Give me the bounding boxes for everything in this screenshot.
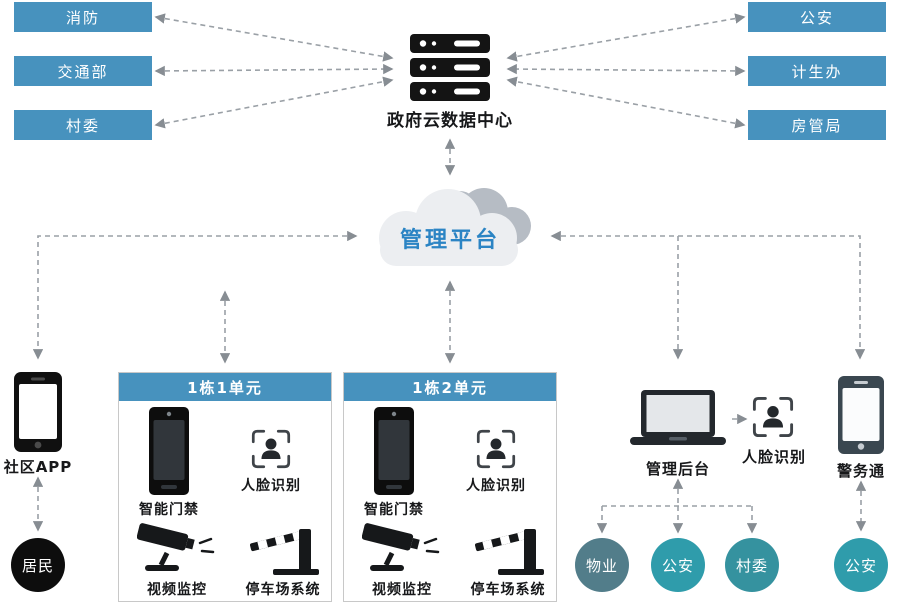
face-recognition-label: 人脸识别 (466, 478, 526, 494)
org-circle-label: 公安 (661, 556, 694, 575)
gov-box-label: 消防 (65, 8, 100, 27)
resident-circle: 居民 (11, 538, 65, 592)
org-circle-label: 物业 (585, 556, 618, 575)
gov-box-transport-dept: 交通部 (14, 56, 152, 86)
barrier-gate-icon (468, 519, 548, 581)
datacenter-label: 政府云数据中心 (387, 111, 513, 131)
face-recognition-icon (752, 396, 794, 442)
cctv-label: 视频监控 (372, 582, 432, 598)
gov-box-label: 交通部 (57, 62, 109, 81)
connector-familyplanning-datacenter (506, 63, 746, 77)
access-control-label: 智能门禁 (139, 502, 199, 518)
org-circle-police: 公安 (651, 538, 705, 592)
platform-cloud: 管理平台 (352, 182, 548, 274)
gov-box-label: 计生办 (791, 62, 843, 81)
gov-box-village-committee: 村委 (14, 110, 152, 140)
connector-police-datacenter (506, 13, 746, 62)
access-control-label: 智能门禁 (364, 502, 424, 518)
cctv-camera-icon (361, 519, 442, 581)
cloud-icon (379, 188, 531, 266)
cctv-label: 视频监控 (147, 582, 207, 598)
gov-box-family-planning: 计生办 (748, 56, 886, 86)
barrier-gate-icon (243, 519, 323, 581)
police-circle: 公安 (834, 538, 888, 592)
door-access-device-icon (374, 407, 414, 499)
police-terminal-phone-icon (838, 376, 884, 458)
face-recognition-icon (251, 429, 291, 473)
unit-panel-1: 1栋1单元 智能门禁 人脸识别 (118, 372, 332, 602)
police-terminal-label: 警务通 (836, 462, 885, 480)
face-recognition-label: 人脸识别 (241, 478, 301, 494)
gov-box-fire-dept: 消防 (14, 2, 152, 32)
cctv-camera-icon (136, 519, 217, 581)
org-circle-label: 村委 (735, 556, 768, 575)
parking-system-label: 停车场系统 (245, 582, 321, 598)
community-app-label: 社区APP (3, 458, 73, 476)
door-access-device-icon (149, 407, 189, 499)
connector-fire-datacenter (154, 13, 394, 62)
unit-panel-title: 1栋1单元 (119, 373, 331, 401)
connector-cloud-police-terminal (550, 230, 866, 360)
face-recognition-icon (476, 429, 516, 473)
parking-system-label: 停车场系统 (470, 582, 546, 598)
gov-box-public-security: 公安 (748, 2, 886, 32)
org-circle-village: 村委 (725, 538, 779, 592)
police-circle-label: 公安 (844, 556, 877, 575)
gov-box-label: 公安 (799, 8, 834, 27)
unit-panel-title: 1栋2单元 (344, 373, 556, 401)
platform-label: 管理平台 (399, 228, 500, 253)
community-app-phone-icon (14, 372, 62, 456)
gov-box-label: 房管局 (791, 116, 843, 135)
unit-panel-2: 1栋2单元 智能门禁 人脸识别 (343, 372, 557, 602)
connector-housing-datacenter (506, 76, 746, 129)
connector-cloud-app (32, 230, 358, 360)
face-recognition-label: 人脸识别 (741, 448, 806, 466)
resident-label: 居民 (21, 556, 54, 575)
connector-transport-datacenter (154, 63, 394, 77)
gov-box-housing-authority: 房管局 (748, 110, 886, 140)
org-circle-property: 物业 (575, 538, 629, 592)
laptop-icon (628, 390, 728, 452)
gov-box-label: 村委 (65, 116, 100, 135)
server-stack-icon (406, 34, 494, 106)
management-backend-label: 管理后台 (645, 460, 710, 478)
connector-village-datacenter (154, 76, 394, 129)
